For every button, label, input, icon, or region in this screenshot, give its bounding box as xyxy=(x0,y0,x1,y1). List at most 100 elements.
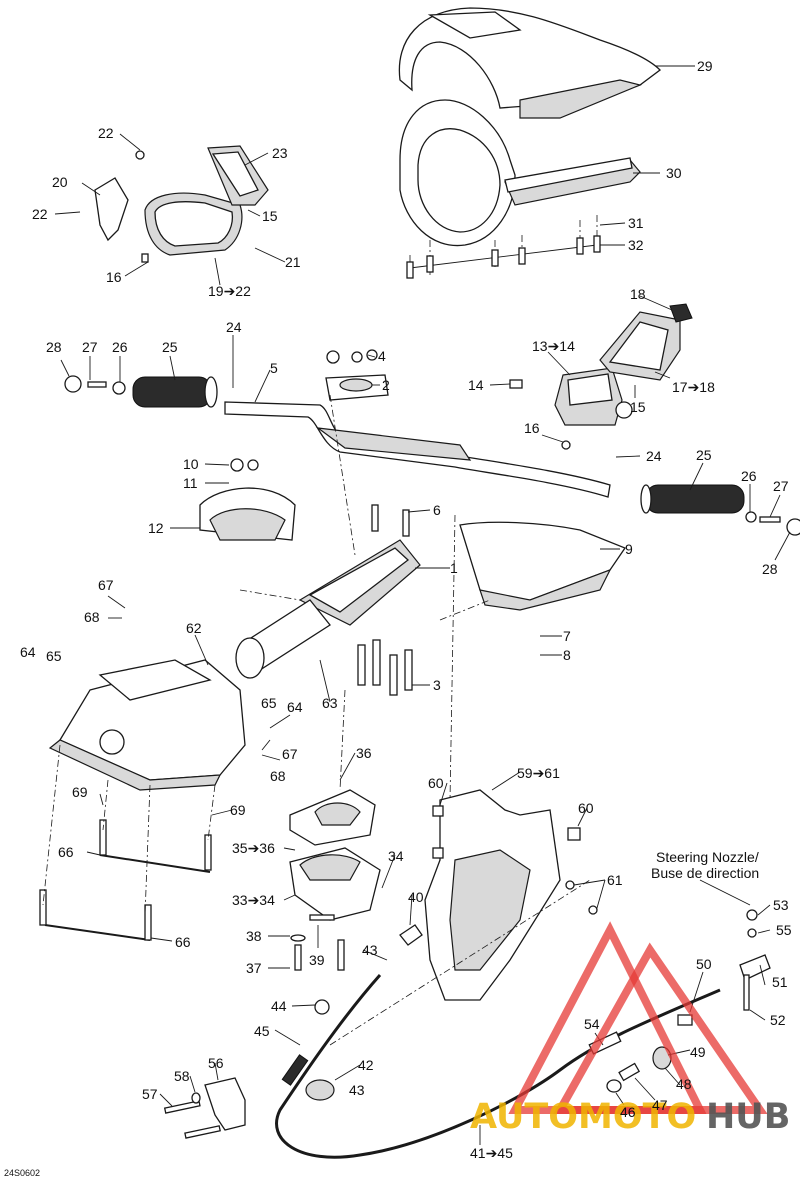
callout: 21 xyxy=(285,254,301,270)
callout: 16 xyxy=(106,269,122,285)
steering-stem xyxy=(235,504,421,696)
handlebar-lower-cover xyxy=(399,99,641,247)
callout: 41➔45 xyxy=(470,1145,513,1161)
callout: 66 xyxy=(58,844,74,860)
callout: 65 xyxy=(261,695,277,711)
callout: 32 xyxy=(628,237,644,253)
callout: 67 xyxy=(282,746,298,762)
callout: 2 xyxy=(382,377,390,393)
drawing-code: 24S0602 xyxy=(4,1168,40,1178)
callout: 40 xyxy=(408,889,424,905)
callout: 34 xyxy=(388,848,404,864)
callout: 69 xyxy=(72,784,88,800)
steering-nozzle-note-en: Steering Nozzle/ xyxy=(656,849,759,865)
callout: 42 xyxy=(358,1057,374,1073)
callout: 36 xyxy=(356,745,372,761)
callout: 15 xyxy=(262,208,278,224)
callout: 69 xyxy=(230,802,246,818)
callout: 60 xyxy=(578,800,594,816)
callout: 44 xyxy=(271,998,287,1014)
cable-bracket-56 xyxy=(163,1077,246,1139)
right-control-housing xyxy=(509,303,693,450)
callout: 7 xyxy=(563,628,571,644)
callout: 61 xyxy=(607,872,623,888)
callout: 55 xyxy=(776,922,792,938)
callout: 16 xyxy=(524,420,540,436)
callout: 9 xyxy=(625,541,633,557)
callout: 27 xyxy=(773,478,789,494)
callout: 57 xyxy=(142,1086,158,1102)
callout: 67 xyxy=(98,577,114,593)
callout: 25 xyxy=(162,339,178,355)
steering-cover xyxy=(459,521,626,611)
callout: 65 xyxy=(46,648,62,664)
callout: 59➔61 xyxy=(517,765,560,781)
cover-screws xyxy=(406,215,601,280)
callout: 68 xyxy=(270,768,286,784)
callout: 13➔14 xyxy=(532,338,575,354)
callout: 43 xyxy=(362,942,378,958)
callout: 63 xyxy=(322,695,338,711)
callout: 27 xyxy=(82,339,98,355)
callout: 51 xyxy=(772,974,788,990)
callout: 23 xyxy=(272,145,288,161)
callout: 6 xyxy=(433,502,441,518)
support-bracket-59 xyxy=(424,789,598,1001)
steering-cable xyxy=(275,909,771,1159)
callout: 39 xyxy=(309,952,325,968)
callout: 15 xyxy=(630,399,646,415)
right-grip xyxy=(640,484,800,536)
watermark-word-hub: HUB xyxy=(706,1097,790,1137)
callout: 5 xyxy=(270,360,278,376)
callout: 19➔22 xyxy=(208,283,251,299)
callout: 66 xyxy=(175,934,191,950)
callout: 56 xyxy=(208,1055,224,1071)
callout: 47 xyxy=(652,1097,668,1113)
callout: 3 xyxy=(433,677,441,693)
callout: 18 xyxy=(630,286,646,302)
left-grip xyxy=(64,375,218,408)
callout: 28 xyxy=(762,561,778,577)
callout: 17➔18 xyxy=(672,379,715,395)
callout: 31 xyxy=(628,215,644,231)
callout: 43 xyxy=(349,1082,365,1098)
column-housing-62 xyxy=(48,659,246,791)
callout: 26 xyxy=(112,339,128,355)
callout: 62 xyxy=(186,620,202,636)
callout: 14 xyxy=(468,377,484,393)
bearing-blocks xyxy=(289,789,423,1015)
callout: 52 xyxy=(770,1012,786,1028)
callout: 4 xyxy=(378,348,386,364)
callout: 37 xyxy=(246,960,262,976)
callout: 24 xyxy=(226,319,242,335)
callout: 64 xyxy=(20,644,36,660)
callout: 53 xyxy=(773,897,789,913)
callout: 54 xyxy=(584,1016,600,1032)
callout: 60 xyxy=(428,775,444,791)
callout: 20 xyxy=(52,174,68,190)
callout: 22 xyxy=(98,125,114,141)
steering-nozzle-note-fr: Buse de direction xyxy=(651,865,759,881)
callout: 26 xyxy=(741,468,757,484)
callout: 30 xyxy=(666,165,682,181)
callout: 25 xyxy=(696,447,712,463)
callout: 38 xyxy=(246,928,262,944)
callout: 64 xyxy=(287,699,303,715)
leader-lines xyxy=(54,65,791,1145)
callout: 49 xyxy=(690,1044,706,1060)
watermark-word-automoto: AUTOMOTO xyxy=(470,1097,696,1137)
callout: 11 xyxy=(183,475,198,491)
callout: 50 xyxy=(696,956,712,972)
callout: 10 xyxy=(183,456,199,472)
callout: 28 xyxy=(46,339,62,355)
callout: 22 xyxy=(32,206,48,222)
callout: 48 xyxy=(676,1076,692,1092)
callout: 58 xyxy=(174,1068,190,1084)
callout: 68 xyxy=(84,609,100,625)
callout-labels: 29 30 31 32 23 22 20 22 15 21 16 19➔22 2… xyxy=(20,58,792,1161)
watermark-logo: AUTOMOTO HUB xyxy=(470,921,790,1137)
callout: 45 xyxy=(254,1023,270,1039)
callout: 29 xyxy=(697,58,713,74)
housing-brackets-66 xyxy=(39,744,216,941)
